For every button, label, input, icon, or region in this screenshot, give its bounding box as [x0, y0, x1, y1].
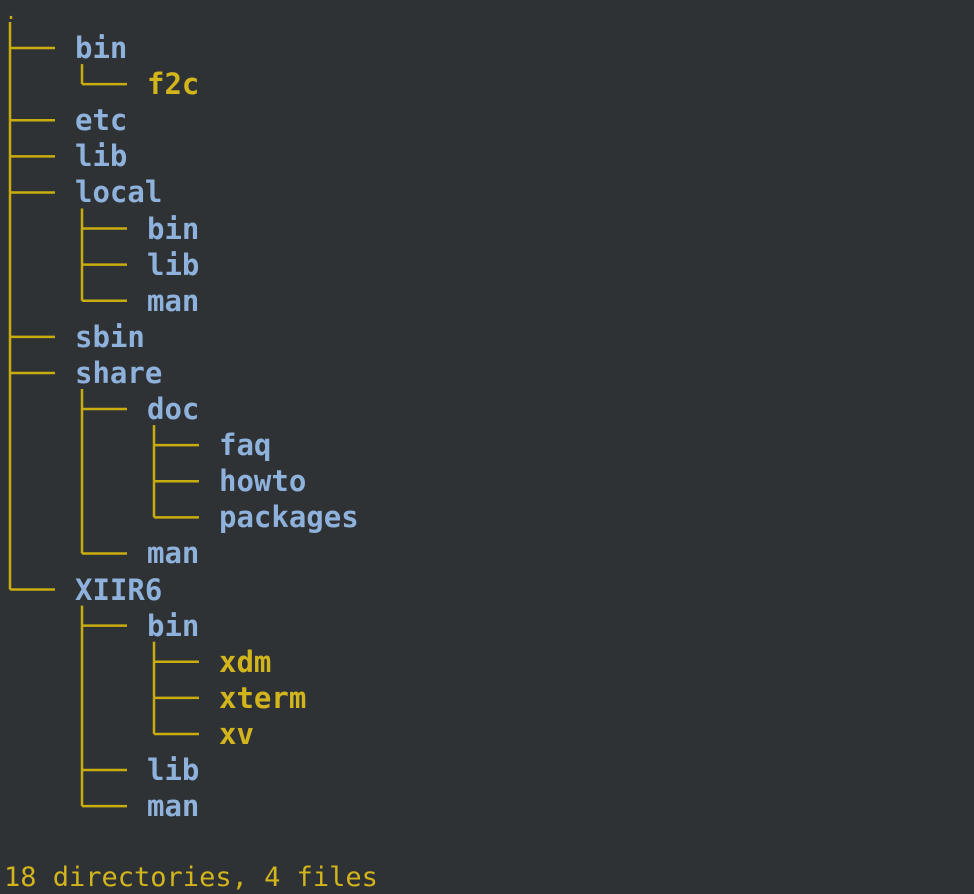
- tree-entry: local: [75, 174, 162, 210]
- tree-entry: etc: [75, 102, 127, 138]
- directory-name: sbin: [75, 319, 145, 354]
- tree-entry: f2c: [147, 66, 199, 102]
- file-name: xdm: [219, 644, 272, 679]
- directory-name: bin: [147, 211, 200, 246]
- directory-name: doc: [147, 392, 200, 426]
- directory-name: faq: [219, 428, 272, 463]
- directory-name: lib: [75, 139, 128, 174]
- directory-name: etc: [75, 103, 128, 138]
- tree-entry: man: [147, 535, 199, 571]
- tree-root: .: [5, 0, 18, 24]
- tree-entry: xterm: [219, 680, 306, 716]
- tree-entry: howto: [219, 463, 306, 499]
- tree-entry: packages: [219, 499, 359, 535]
- directory-name: share: [75, 355, 163, 390]
- tree-entry: lib: [75, 138, 127, 174]
- tree-entry: xv: [219, 716, 254, 752]
- tree-entry: sbin: [75, 319, 145, 355]
- tree-entry: faq: [219, 427, 271, 463]
- directory-name: bin: [147, 608, 200, 643]
- tree-entry: share: [75, 355, 162, 391]
- tree-summary: 18 directories, 4 files: [4, 862, 378, 893]
- tree-entry: bin: [75, 30, 127, 66]
- directory-name: local: [75, 175, 163, 210]
- file-name: xv: [219, 716, 254, 751]
- tree-entry: lib: [147, 752, 199, 788]
- directory-name: packages: [219, 500, 359, 535]
- tree-entry: man: [147, 788, 199, 824]
- tree-entry: doc: [147, 391, 199, 427]
- directory-name: lib: [147, 753, 200, 787]
- directory-name: lib: [147, 247, 200, 282]
- directory-name: bin: [75, 31, 128, 65]
- directory-name: man: [147, 536, 200, 571]
- directory-name: howto: [219, 464, 307, 499]
- file-name: xterm: [219, 680, 307, 715]
- tree-entry: xdm: [219, 644, 271, 680]
- directory-name: man: [147, 789, 200, 824]
- file-name: f2c: [147, 67, 200, 102]
- tree-entry: lib: [147, 247, 199, 283]
- tree-entry: XIIR6: [75, 572, 162, 608]
- directory-name: XIIR6: [75, 572, 163, 607]
- tree-entry: bin: [147, 211, 199, 247]
- directory-name: man: [147, 283, 200, 318]
- tree-entry: bin: [147, 608, 199, 644]
- tree-entry: man: [147, 283, 199, 319]
